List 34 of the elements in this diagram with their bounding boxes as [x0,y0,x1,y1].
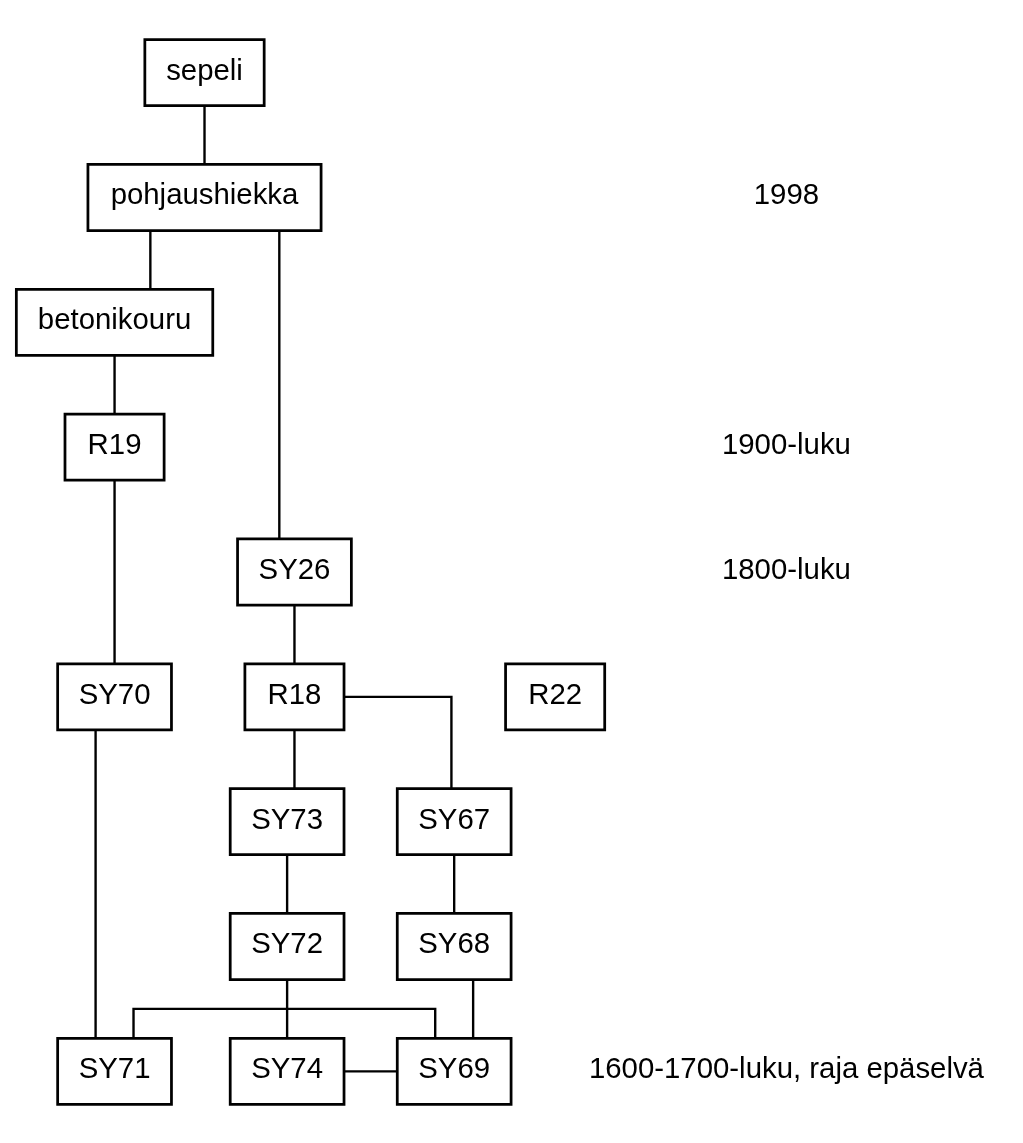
connector [202,105,206,164]
label: 1998 [753,176,819,210]
node-box: SY70 [55,661,173,731]
connector [112,479,116,664]
node-box: SY67 [395,786,512,856]
connector [292,604,296,663]
connector [471,979,474,1038]
node-box: SY71 [55,1036,173,1106]
node-box: SY69 [395,1036,512,1106]
node-box: R18 [243,661,345,731]
connector [148,230,152,289]
node-box: SY74 [228,1036,345,1106]
node-box: R19 [63,412,165,482]
connector [285,854,288,913]
connector [343,695,453,788]
node-box: SY26 [235,537,353,606]
connector [343,1069,397,1073]
connector [292,729,296,788]
connector [285,979,288,1038]
node-box: betonikouru [14,287,214,357]
node-box: SY73 [228,786,345,856]
label: 1800-luku [721,551,851,585]
connector [93,729,97,1038]
label: 1900-luku [721,426,851,460]
node-box: sepeli [142,37,266,107]
connector [112,355,116,414]
node-box: R22 [503,661,606,731]
node-box: SY68 [395,911,512,981]
connector [452,854,455,913]
connector [131,1007,436,1038]
label: 1600-1700-luku, raja epäselvä [588,1050,984,1084]
node-box: SY72 [228,911,345,981]
node-box: pohjaushiekka [86,162,322,232]
connector [277,230,280,539]
